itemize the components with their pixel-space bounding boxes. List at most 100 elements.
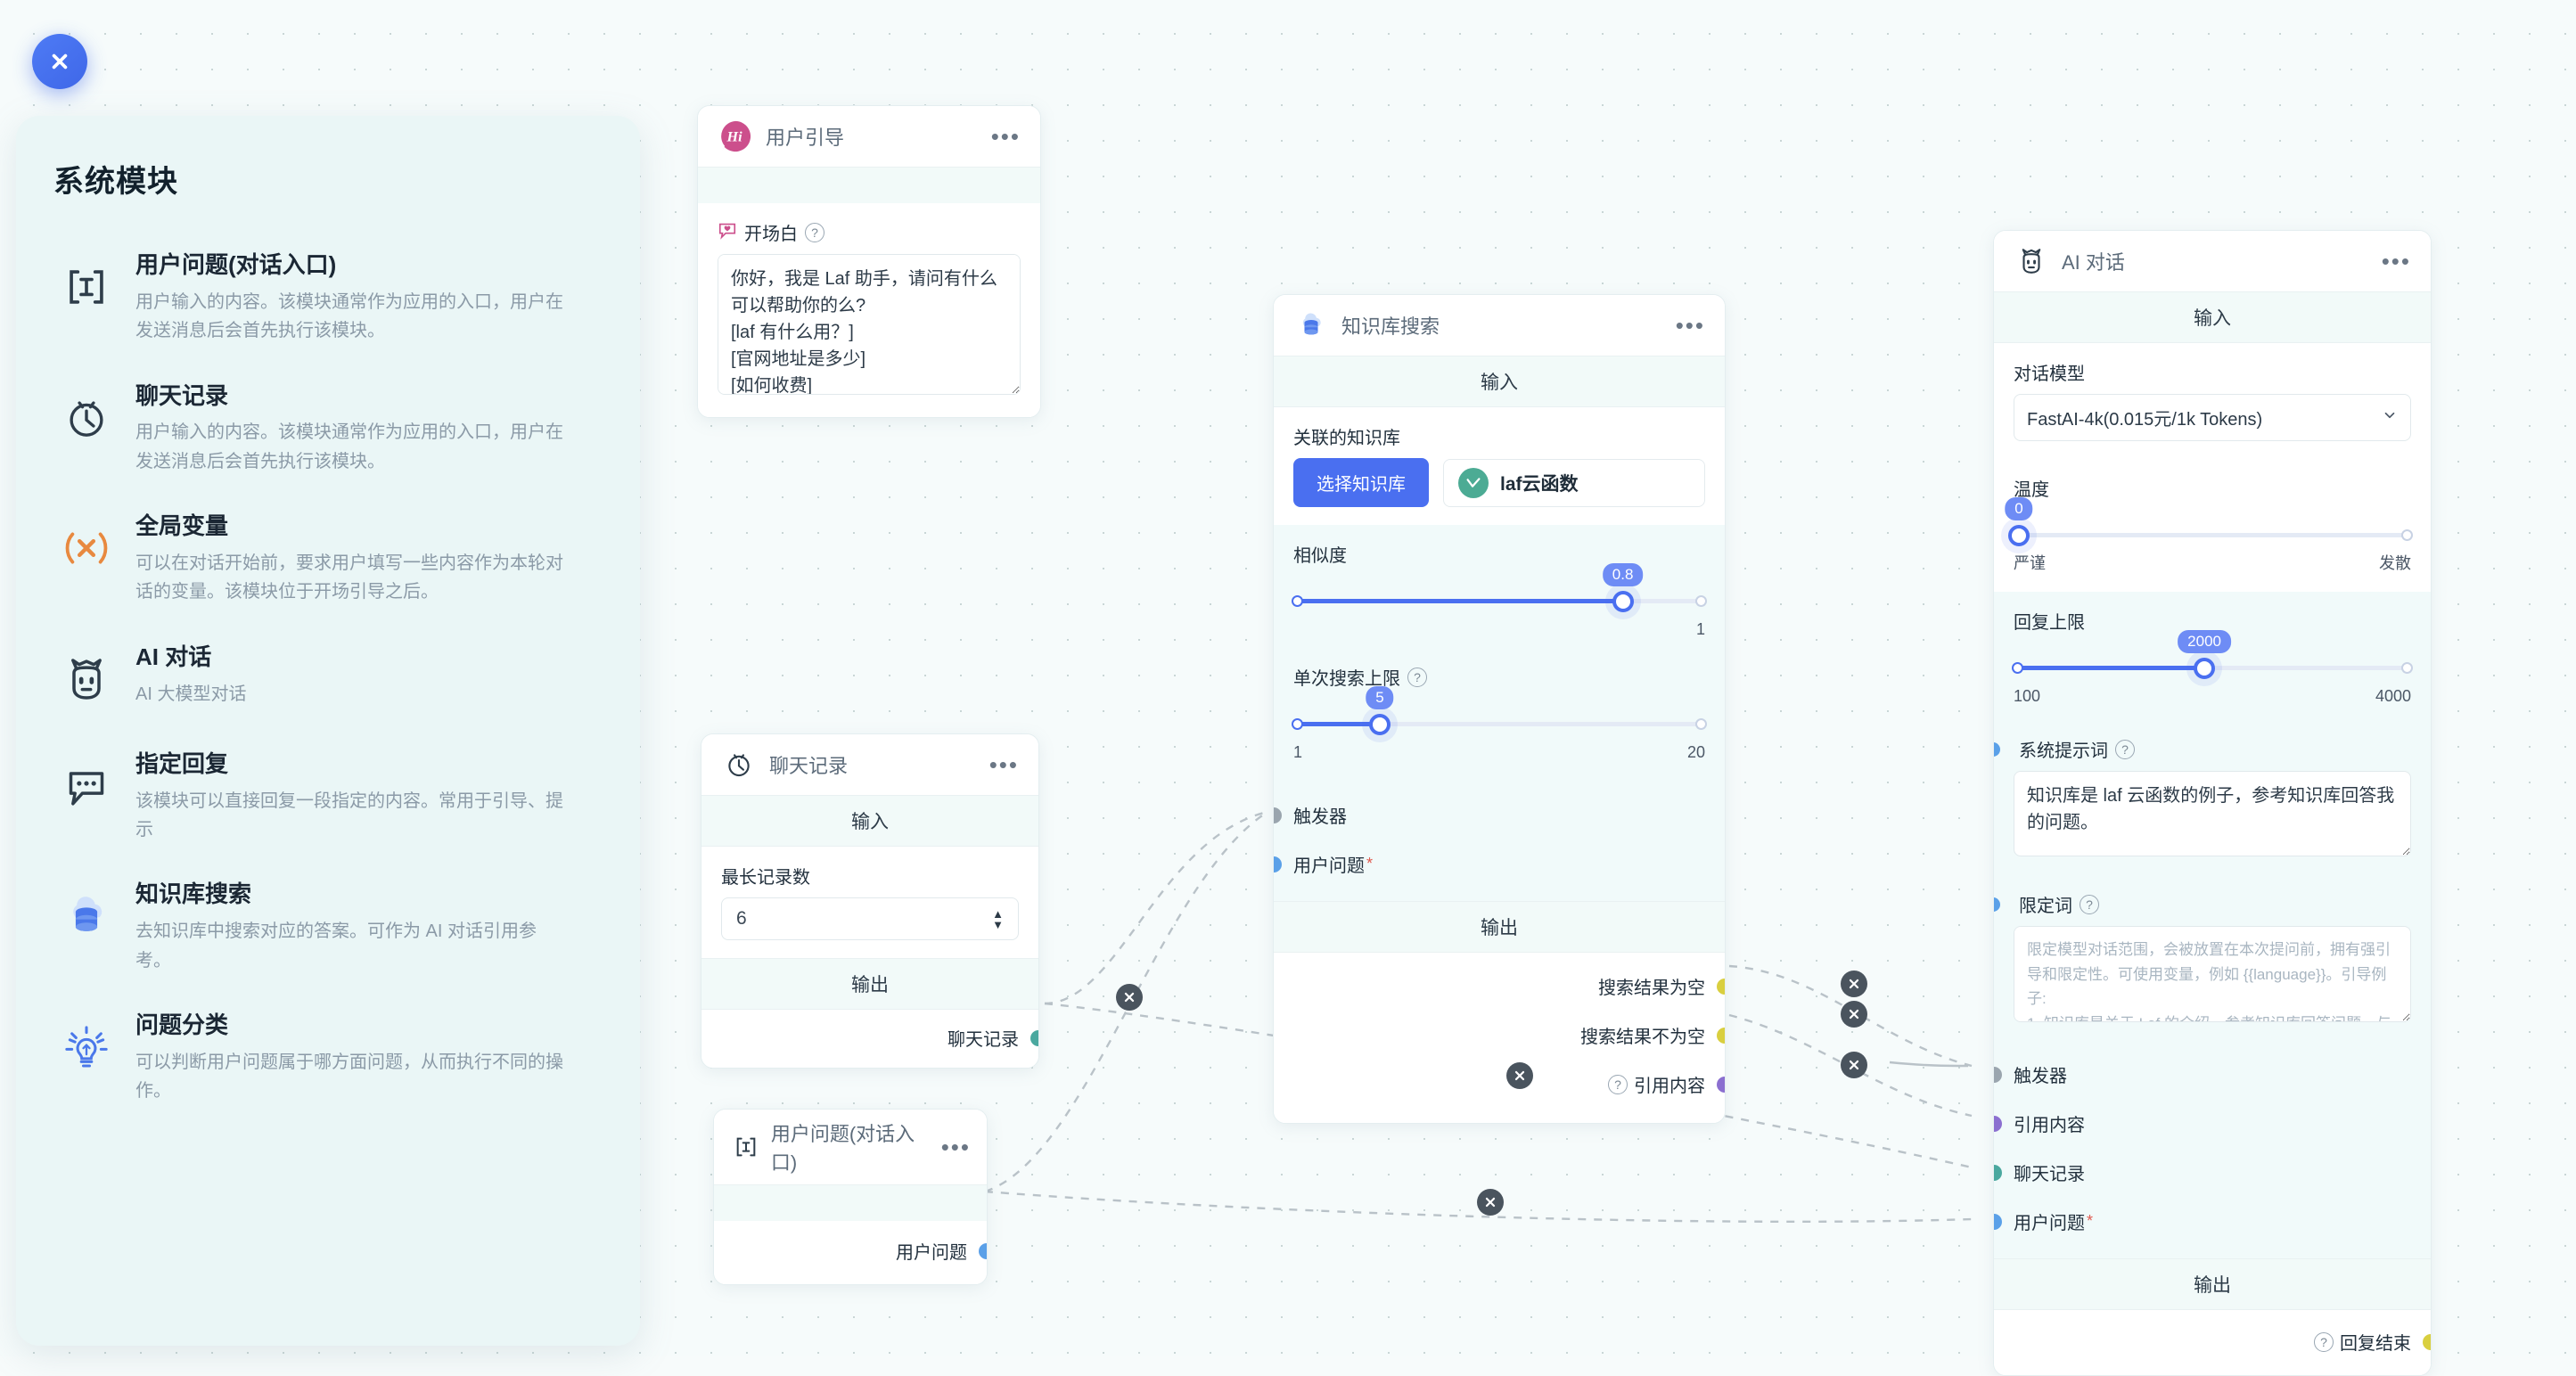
edge-delete-button[interactable] xyxy=(1841,1001,1867,1028)
maxtoken-slider[interactable]: 2000 xyxy=(2012,630,2413,684)
port-handle-reply-end[interactable] xyxy=(2423,1333,2431,1350)
module-item-global-variable[interactable]: 全局变量 可以在对话开始前，要求用户填写一些内容作为本轮对话的变量。该模块位于开… xyxy=(16,492,640,623)
limit-value-bubble: 5 xyxy=(1366,686,1394,709)
help-icon[interactable]: ? xyxy=(1608,1074,1628,1094)
sysprompt-field: 系统提示词 ? xyxy=(1994,724,2431,879)
chevron-up-icon[interactable]: ▲ xyxy=(992,906,1004,921)
clock-icon xyxy=(721,747,757,782)
edge-delete-button[interactable] xyxy=(1841,1052,1867,1078)
edge-delete-button[interactable] xyxy=(1506,1062,1533,1089)
number-stepper[interactable]: ▲▼ xyxy=(992,906,1004,931)
slider-min-label: 严谨 xyxy=(2014,554,2046,572)
port-handle-trigger[interactable] xyxy=(1994,1066,2002,1083)
edge-delete-button[interactable] xyxy=(1116,984,1143,1011)
port-handle-trigger[interactable] xyxy=(1274,807,1282,823)
similarity-slider[interactable]: 0.8 xyxy=(1292,563,1707,617)
dataset-chip-laf[interactable]: laf云函数 xyxy=(1443,458,1705,507)
module-item-user-question[interactable]: 用户问题(对话入口) 用户输入的内容。该模块通常作为应用的入口，用户在发送消息后… xyxy=(16,231,640,362)
output-port-row: 用户问题 xyxy=(734,1226,987,1275)
output-port-label: ? 引用内容 xyxy=(1608,1071,1705,1097)
output-port-row: ? 回复结束 xyxy=(2014,1317,2431,1366)
node-menu-button[interactable]: ••• xyxy=(1675,312,1705,339)
output-port-text: 引用内容 xyxy=(1634,1077,1705,1096)
close-panel-button[interactable] xyxy=(32,34,87,89)
node-header[interactable]: 聊天记录 ••• xyxy=(701,734,1038,795)
port-handle-nonempty-result[interactable] xyxy=(1717,1027,1725,1044)
limit-field: 单次搜索上限 ? 5 1 20 xyxy=(1274,657,1725,780)
port-handle-quote-content[interactable] xyxy=(1717,1076,1725,1093)
port-handle-empty-result[interactable] xyxy=(1717,978,1725,995)
node-header[interactable]: 知识库搜索 ••• xyxy=(1274,295,1725,356)
limiter-label: 限定词 ? xyxy=(1994,891,2411,917)
max-records-input[interactable]: 6 ▲▼ xyxy=(721,897,1019,940)
edge-delete-button[interactable] xyxy=(1477,1189,1504,1216)
slider-knob[interactable] xyxy=(1612,591,1634,612)
module-item-specified-reply[interactable]: 指定回复 该模块可以直接回复一段指定的内容。常用于引导、提示 xyxy=(16,730,640,861)
panel-title: 系统模块 xyxy=(53,165,178,199)
help-icon[interactable]: ? xyxy=(1407,667,1427,687)
node-ai-chat[interactable]: AI 对话 ••• 输入 对话模型 FastAI-4k(0.015元/1k To… xyxy=(1993,230,2432,1376)
port-handle-limiter[interactable] xyxy=(1994,897,2000,912)
node-menu-button[interactable]: ••• xyxy=(940,1134,971,1160)
output-band: 输出 xyxy=(1274,901,1725,953)
module-item-chat-history[interactable]: 聊天记录 用户输入的内容。该模块通常作为应用的入口，用户在发送消息后会首先执行该… xyxy=(16,362,640,493)
slider-knob[interactable] xyxy=(1369,714,1391,735)
input-port-row: 触发器 xyxy=(1274,790,1705,840)
help-icon[interactable]: ? xyxy=(2115,739,2135,759)
slider-max: 4000 xyxy=(2375,687,2411,705)
module-list: 用户问题(对话入口) 用户输入的内容。该模块通常作为应用的入口，用户在发送消息后… xyxy=(16,231,640,1121)
node-header[interactable]: Hi 用户引导 ••• xyxy=(698,106,1040,167)
welcome-label-text: 开场白 xyxy=(744,225,798,244)
module-name: 用户问题(对话入口) xyxy=(135,251,337,278)
module-desc: 用户输入的内容。该模块通常作为应用的入口，用户在发送消息后会首先执行该模块。 xyxy=(135,291,563,341)
limit-slider[interactable]: 5 xyxy=(1292,686,1707,740)
node-title: 知识库搜索 xyxy=(1341,315,1440,338)
slider-min: 100 xyxy=(2014,687,2041,705)
welcome-textarea[interactable] xyxy=(718,254,1021,395)
sysprompt-textarea[interactable] xyxy=(2014,771,2411,856)
database-icon xyxy=(52,881,121,951)
help-icon[interactable]: ? xyxy=(2314,1331,2334,1352)
slider-cap-right xyxy=(2401,529,2413,541)
select-dataset-button[interactable]: 选择知识库 xyxy=(1293,458,1429,507)
node-menu-button[interactable]: ••• xyxy=(989,751,1019,778)
hi-avatar-icon: Hi xyxy=(718,119,753,154)
port-handle-quote-content[interactable] xyxy=(1994,1115,2002,1132)
maxtoken-value-bubble: 2000 xyxy=(2178,630,2231,653)
edge-delete-button[interactable] xyxy=(1841,971,1867,997)
help-icon[interactable]: ? xyxy=(805,222,824,242)
help-icon[interactable]: ? xyxy=(2080,894,2099,914)
module-item-question-classify[interactable]: 问题分类 可以判断用户问题属于哪方面问题，从而执行不同的操作。 xyxy=(16,991,640,1122)
chevron-down-icon[interactable]: ▼ xyxy=(992,917,1004,931)
module-item-ai-chat[interactable]: AI 对话 AI 大模型对话 xyxy=(16,623,640,730)
chat-bubble-icon xyxy=(52,751,121,821)
port-handle-chat-history[interactable] xyxy=(1994,1164,2002,1181)
module-item-kb-search[interactable]: 知识库搜索 去知识库中搜索对应的答案。可作为 AI 对话引用参考。 xyxy=(16,860,640,991)
limiter-textarea[interactable] xyxy=(2014,926,2411,1022)
node-kb-search[interactable]: 知识库搜索 ••• 输入 关联的知识库 选择知识库 laf云函数 相似度 xyxy=(1273,294,1726,1124)
model-select[interactable]: FastAI-4k(0.015元/1k Tokens) xyxy=(2014,394,2411,441)
node-title: AI 对话 xyxy=(2062,251,2125,274)
port-handle-user-question[interactable] xyxy=(1994,1213,2002,1230)
model-field: 对话模型 FastAI-4k(0.015元/1k Tokens) xyxy=(1994,343,2431,459)
node-header[interactable]: 用户问题(对话入口) ••• xyxy=(714,1110,987,1184)
node-user-question[interactable]: 用户问题(对话入口) ••• 用户问题 xyxy=(713,1109,988,1285)
node-user-guide[interactable]: Hi 用户引导 ••• 开场白 ? xyxy=(697,105,1041,418)
temperature-slider[interactable]: 0 xyxy=(2005,497,2413,547)
port-handle-chat-history[interactable] xyxy=(1030,1029,1038,1046)
port-handle-user-question[interactable] xyxy=(979,1242,987,1259)
svg-text:Hi: Hi xyxy=(726,130,743,145)
node-menu-button[interactable]: ••• xyxy=(2381,248,2411,274)
node-header[interactable]: AI 对话 ••• xyxy=(1994,231,2431,291)
ai-outputs: ? 回复结束 xyxy=(1994,1310,2431,1375)
slider-knob[interactable] xyxy=(2194,658,2216,679)
port-handle-user-question[interactable] xyxy=(1274,856,1282,872)
node-chat-history[interactable]: 聊天记录 ••• 输入 最长记录数 6 ▲▼ 输出 聊天记录 xyxy=(701,733,1039,1069)
node-menu-button[interactable]: ••• xyxy=(990,123,1021,150)
slider-cap-left xyxy=(1292,595,1303,607)
close-icon xyxy=(1124,992,1135,1003)
port-handle-system-prompt[interactable] xyxy=(1994,741,2000,757)
module-name: 指定回复 xyxy=(135,749,229,777)
slider-knob[interactable] xyxy=(2008,525,2030,546)
